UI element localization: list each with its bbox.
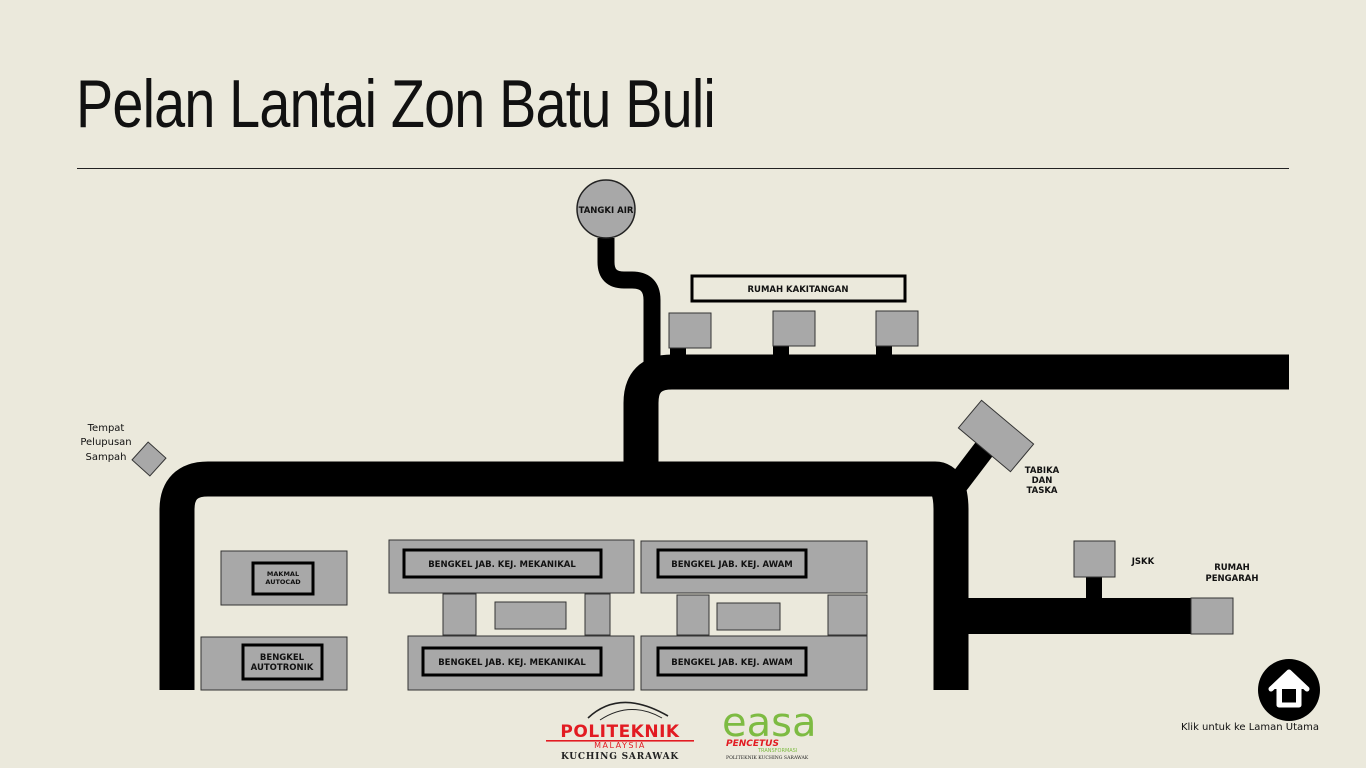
road-upper-link [623, 354, 1289, 480]
easa-logo-footer: POLITEKNIK KUCHING SARAWAK [726, 755, 809, 761]
makmal-autocad-label-1: MAKMAL [267, 570, 299, 578]
page-title: Pelan Lantai Zon Batu Buli [76, 66, 716, 142]
bengkel-mekanikal-top-label: BENGKEL JAB. KEJ. MEKANIKAL [428, 560, 576, 570]
road-tank-connector [597, 238, 661, 372]
easa-logo-tag: TRANSFORMASI [757, 748, 797, 754]
middle-block-6 [827, 594, 868, 636]
bengkel-autotronik: BENGKEL AUTOTRONIK [200, 636, 348, 691]
bengkel-mekanikal-bottom: BENGKEL JAB. KEJ. MEKANIKAL [407, 635, 635, 691]
bengkel-awam-bottom-label: BENGKEL JAB. KEJ. AWAM [671, 658, 793, 668]
sampah-label-1: Tempat [87, 423, 125, 434]
jskk-label: JSKK [1131, 557, 1155, 567]
rumah-pengarah: RUMAH PENGARAH [1190, 563, 1259, 635]
easa-logo: easa PENCETUS TRANSFORMASI POLITEKNIK KU… [722, 700, 816, 761]
easa-logo-sub: PENCETUS [726, 739, 779, 749]
sampah-label-2: Pelupusan [80, 437, 131, 448]
middle-block-2 [494, 601, 567, 630]
rumah-kakitangan-unit-3 [875, 310, 919, 347]
tabika-label-3: TASKA [1026, 486, 1057, 496]
bengkel-awam-top: BENGKEL JAB. KEJ. AWAM [640, 540, 868, 594]
middle-block-5 [716, 602, 781, 631]
jskk: JSKK [1073, 540, 1155, 578]
bengkel-autotronik-label-1: BENGKEL [260, 653, 305, 663]
sampah-label-3: Sampah [85, 452, 126, 463]
politeknik-logo: POLITEKNIK MALAYSIA KUCHING SARAWAK [546, 701, 694, 762]
home-caption: Klik untuk ke Laman Utama [1180, 722, 1320, 733]
rumah-kakitangan-unit-2 [772, 310, 816, 347]
road-network [159, 238, 1289, 690]
politeknik-logo-location: KUCHING SARAWAK [561, 752, 679, 762]
rumah-kakitangan-unit-1 [668, 312, 712, 349]
politeknik-logo-sub: MALAYSIA [594, 741, 646, 750]
tempat-pelupusan-sampah: Tempat Pelupusan Sampah [80, 423, 167, 477]
home-button[interactable] [1258, 659, 1320, 721]
middle-block-3 [584, 593, 611, 636]
road-main-loop [159, 461, 969, 690]
road-tabika-link [941, 441, 994, 501]
bengkel-awam-top-label: BENGKEL JAB. KEJ. AWAM [671, 560, 793, 570]
home-icon [1268, 669, 1310, 708]
title-divider [77, 168, 1289, 169]
rumah-kakitangan: RUMAH KAKITANGAN [668, 274, 919, 349]
bengkel-mekanikal-bottom-label: BENGKEL JAB. KEJ. MEKANIKAL [438, 658, 586, 668]
middle-block-4 [676, 594, 710, 636]
middle-blocks [442, 593, 868, 636]
tangki-air: TANGKI AIR [576, 179, 636, 239]
tabika-dan-taska: TABIKA DAN TASKA [957, 399, 1060, 496]
makmal-autocad: MAKMAL AUTOCAD [220, 550, 348, 606]
bengkel-autotronik-label-2: AUTOTRONIK [251, 663, 314, 673]
rumah-pengarah-label-1: RUMAH [1214, 563, 1250, 573]
tabika-label-1: TABIKA [1025, 466, 1060, 476]
makmal-autocad-label-2: AUTOCAD [265, 578, 301, 586]
middle-block-1 [442, 593, 477, 636]
bengkel-mekanikal-top: BENGKEL JAB. KEJ. MEKANIKAL [388, 539, 635, 594]
politeknik-logo-name: POLITEKNIK [560, 722, 680, 742]
tabika-label-2: DAN [1032, 476, 1053, 486]
tangki-air-label: TANGKI AIR [579, 206, 634, 216]
rumah-pengarah-label-2: PENGARAH [1206, 574, 1259, 584]
rumah-kakitangan-label: RUMAH KAKITANGAN [748, 285, 849, 295]
easa-logo-name: easa [722, 700, 816, 746]
bengkel-awam-bottom: BENGKEL JAB. KEJ. AWAM [640, 635, 868, 691]
